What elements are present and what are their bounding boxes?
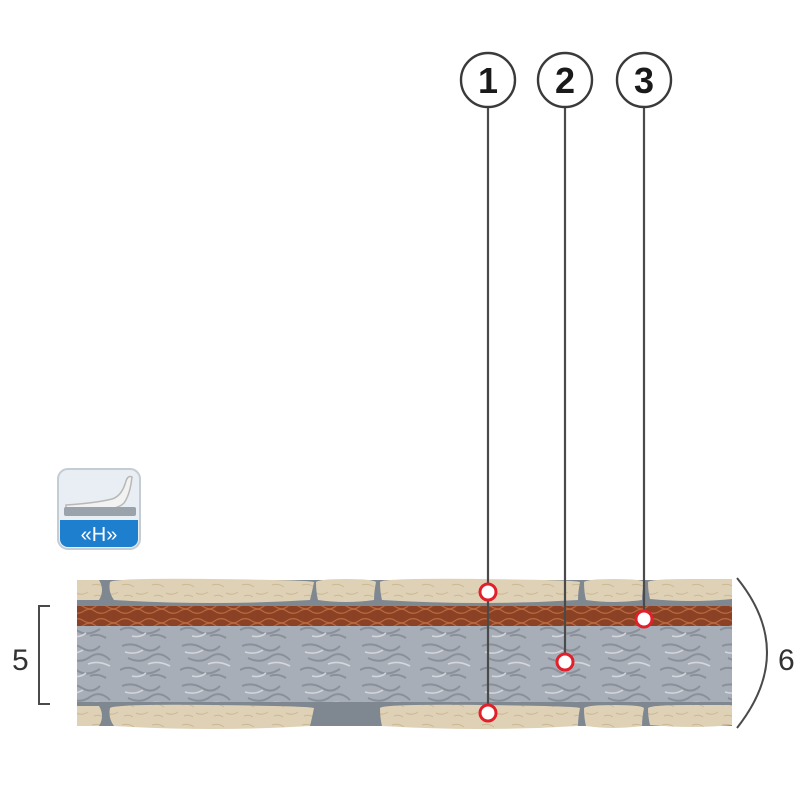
total-height-label: 6 bbox=[778, 644, 795, 677]
markers bbox=[478, 582, 654, 723]
svg-text:2: 2 bbox=[555, 60, 575, 101]
marker-3 bbox=[634, 609, 654, 629]
coir-layer bbox=[77, 606, 732, 626]
total-height-dimension: 6 bbox=[736, 577, 795, 729]
callout-3: 3 bbox=[615, 51, 673, 109]
hand-on-mattress-icon bbox=[64, 475, 136, 516]
firmness-badge: «H» bbox=[57, 468, 141, 550]
top-quilt-layer bbox=[77, 578, 732, 608]
core-height-label: 5 bbox=[12, 644, 29, 677]
leader-lines bbox=[486, 106, 646, 713]
svg-text:3: 3 bbox=[634, 60, 654, 101]
marker-2 bbox=[555, 652, 575, 672]
marker-1-bottom bbox=[478, 703, 498, 723]
bottom-quilt-layer bbox=[77, 702, 732, 729]
firmness-label: «H» bbox=[81, 524, 118, 546]
svg-text:1: 1 bbox=[478, 60, 498, 101]
core-layer bbox=[77, 626, 732, 704]
marker-1-top bbox=[478, 582, 498, 602]
mattress-cross-section bbox=[77, 578, 732, 729]
callout-2: 2 bbox=[536, 51, 594, 109]
callout-1: 1 bbox=[459, 51, 517, 109]
core-height-dimension: 5 bbox=[12, 605, 50, 705]
